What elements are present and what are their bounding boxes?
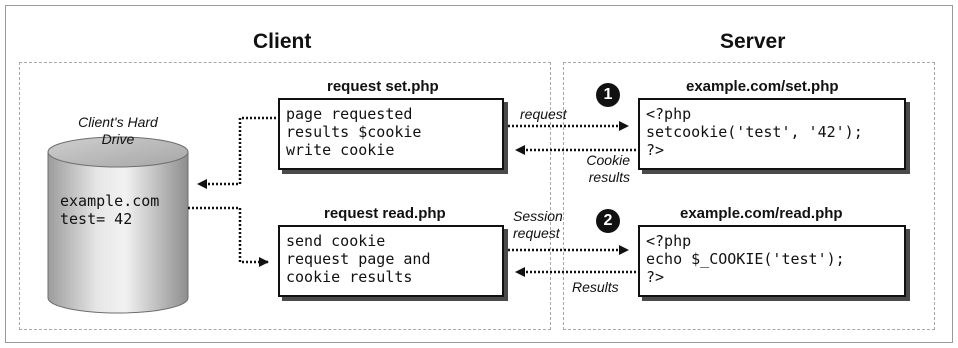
request-set-title: request set.php	[327, 78, 439, 95]
server-read-box: <?php echo $_COOKIE('test'); ?>	[638, 225, 906, 297]
server-set-title: example.com/set.php	[686, 78, 839, 95]
server-set-line-3: ?>	[646, 141, 665, 159]
arrow-label-results: Results	[572, 279, 619, 295]
server-read-title: example.com/read.php	[680, 205, 843, 222]
drive-contents: example.com test= 42	[60, 192, 159, 228]
drive-label-line2: Drive	[101, 131, 135, 147]
drive-label: Client's Hard Drive	[56, 114, 180, 148]
server-title: Server	[720, 30, 786, 53]
arrow-label-request: request	[520, 106, 567, 122]
request-set-box: page requested results $cookie write coo…	[278, 98, 504, 170]
client-title: Client	[253, 30, 312, 53]
server-read-line-1: <?php	[646, 232, 692, 250]
drive-line-1: example.com	[60, 192, 160, 210]
request-set-line-1: page requested	[286, 105, 413, 123]
request-read-title: request read.php	[324, 205, 446, 222]
client-region	[19, 62, 551, 330]
server-set-box: <?php setcookie('test', '42'); ?>	[638, 98, 906, 170]
drive-line-2: test= 42	[60, 210, 133, 228]
arrow-label-request-2: request	[513, 225, 560, 241]
request-set-line-2: results $cookie	[286, 123, 422, 141]
arrow-label-session-request: Session request	[513, 208, 563, 242]
server-set-line-1: <?php	[646, 105, 692, 123]
arrow-write-cookie	[197, 116, 276, 189]
request-read-line-1: send cookie	[286, 232, 386, 250]
arrow-send-cookie	[188, 206, 269, 267]
arrow-label-cookie-results: Cookie results	[560, 152, 630, 186]
arrow-label-cookie: Cookie	[586, 152, 630, 168]
step-1-badge: 1	[596, 83, 620, 107]
server-read-line-3: ?>	[646, 268, 665, 286]
step-2-badge: 2	[596, 209, 620, 233]
arrow-label-session: Session	[513, 208, 563, 224]
request-read-box: send cookie request page and cookie resu…	[278, 225, 504, 297]
request-read-line-2: request page and	[286, 250, 431, 268]
server-read-line-2: echo $_COOKIE('test');	[646, 250, 845, 268]
request-read-line-3: cookie results	[286, 268, 413, 286]
request-set-line-3: write cookie	[286, 141, 395, 159]
server-region	[563, 62, 935, 330]
server-set-line-2: setcookie('test', '42');	[646, 123, 863, 141]
arrow-label-results-1: results	[588, 169, 630, 185]
drive-label-line1: Client's Hard	[78, 114, 158, 130]
